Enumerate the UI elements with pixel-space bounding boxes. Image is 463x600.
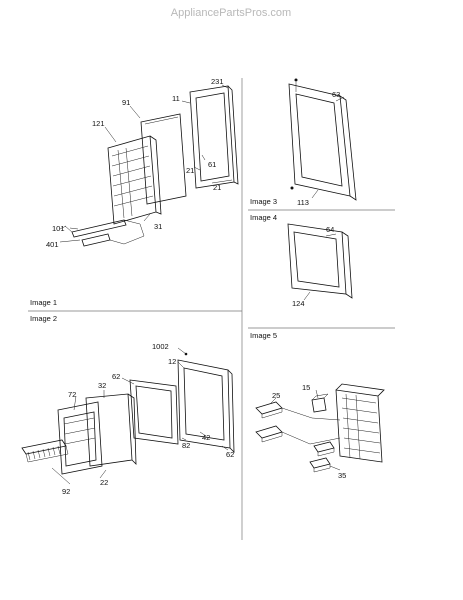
callout-121: 121 (92, 119, 105, 128)
callout-21-lower: 21 (213, 183, 221, 192)
callout-91: 91 (122, 98, 130, 107)
block-35-upper (313, 441, 335, 457)
liner-91 (140, 113, 187, 205)
image1-leaders (59, 84, 233, 243)
door-panel-231 (189, 85, 239, 189)
callout-12: 12 (168, 357, 176, 366)
callout-11: 11 (172, 94, 180, 103)
harness-401 (59, 219, 145, 247)
callout-61: 61 (208, 160, 216, 169)
block-35-lower (309, 457, 331, 473)
callout-113: 113 (297, 198, 309, 207)
callout-72: 72 (68, 390, 76, 399)
callout-62-upper: 62 (112, 372, 120, 381)
image3-frame-63 (288, 78, 357, 201)
image2-leaders (51, 347, 229, 485)
section-title-image4: Image 4 (250, 213, 277, 222)
callout-42: 42 (202, 433, 210, 442)
cabinet-image5 (335, 383, 385, 463)
callout-21-upper: 21 (186, 166, 194, 175)
panel-72 (57, 401, 103, 475)
section-title-image2: Image 2 (30, 314, 57, 323)
callout-401: 401 (46, 240, 59, 249)
connector-15 (311, 389, 329, 413)
watermark-text: AppliancePartsPros.com (171, 7, 291, 19)
image5-assembly (255, 383, 385, 473)
callout-22: 22 (100, 478, 108, 487)
callout-1002: 1002 (152, 342, 169, 351)
callout-231: 231 (211, 77, 224, 86)
door-frame-12 (177, 352, 235, 453)
section-title-image5: Image 5 (250, 331, 277, 340)
handle-92 (21, 439, 69, 463)
image4-frame-64 (287, 223, 353, 301)
image2-assembly (21, 347, 235, 485)
callout-64: 64 (326, 225, 334, 234)
image1-assembly (59, 84, 239, 247)
callout-62-lower: 62 (226, 450, 234, 459)
gasket-62 (129, 379, 179, 445)
section-title-image1: Image 1 (30, 298, 57, 307)
callout-31: 31 (154, 222, 162, 231)
tray-25-upper (255, 401, 283, 419)
section-dividers (28, 78, 395, 540)
callout-35: 35 (338, 471, 346, 480)
callout-124: 124 (292, 299, 305, 308)
callout-25: 25 (272, 391, 280, 400)
callout-101: 101 (52, 224, 65, 233)
callout-15: 15 (302, 383, 310, 392)
callout-63: 63 (332, 90, 340, 99)
liner-32 (85, 393, 137, 467)
image5-wires (269, 397, 341, 471)
cabinet-121 (107, 135, 162, 225)
tray-25-lower (255, 425, 283, 443)
callout-92: 92 (62, 487, 70, 496)
callout-32: 32 (98, 381, 106, 390)
callout-82: 82 (182, 441, 190, 450)
section-title-image3: Image 3 (250, 197, 277, 206)
